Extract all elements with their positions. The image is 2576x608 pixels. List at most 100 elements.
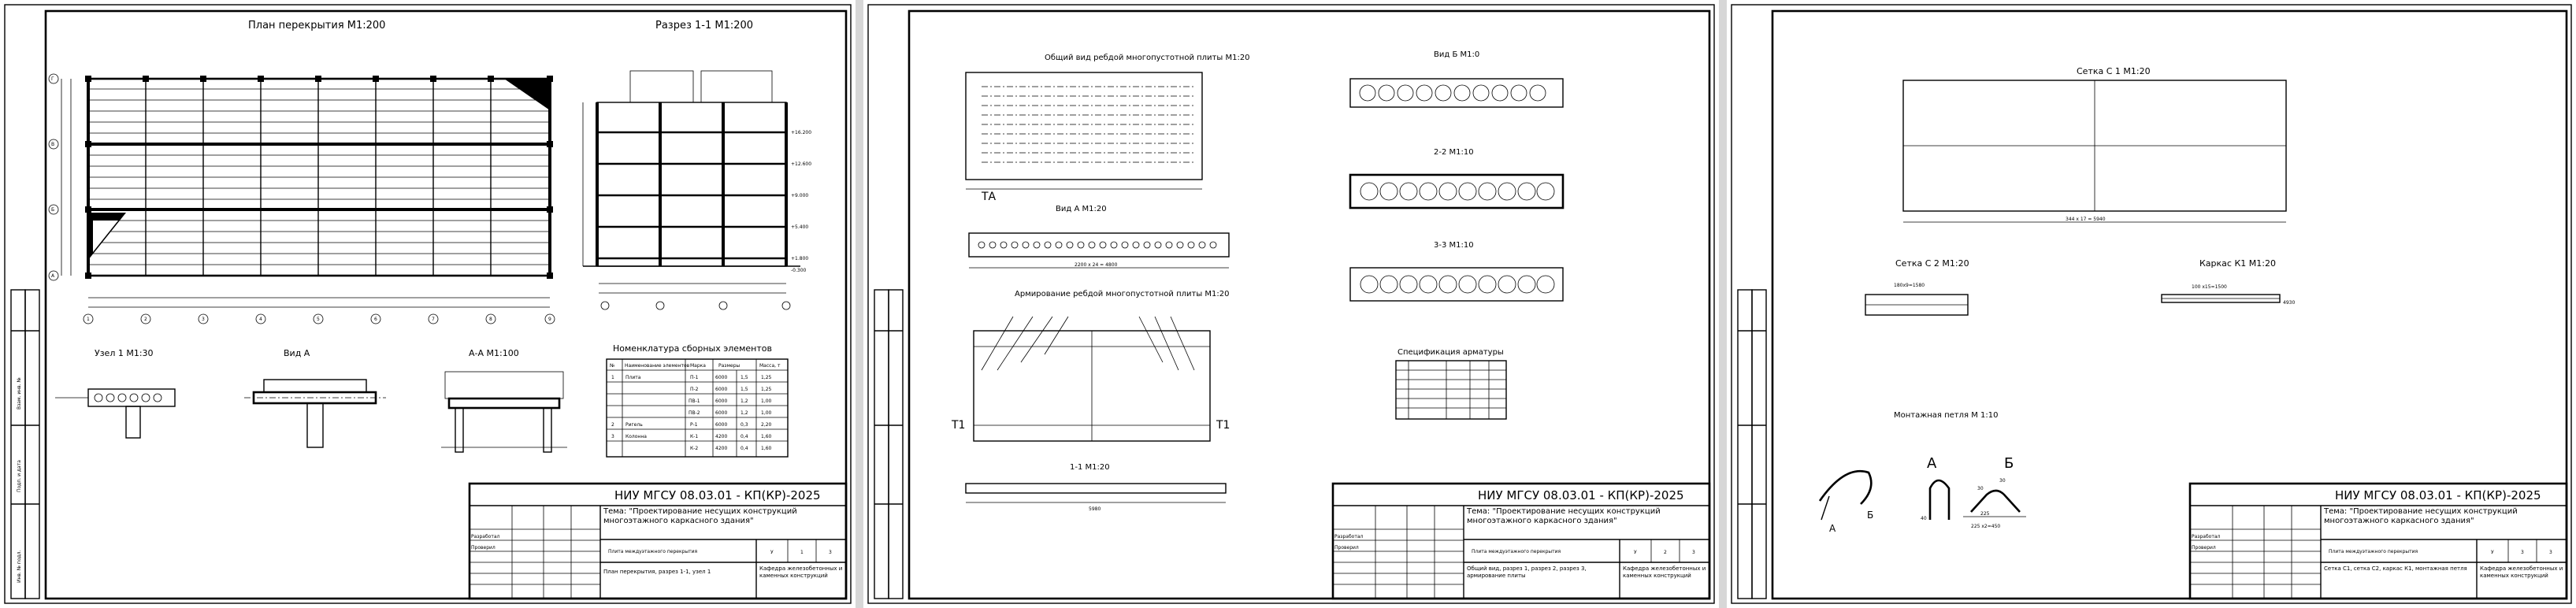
stamp-theme: Тема: "Проектирование несущих конструкци… — [2324, 507, 2518, 525]
nom-cell: 6000 — [715, 410, 727, 416]
node-title: Узел 1 М1:30 — [95, 348, 154, 358]
nom-cell: 1 — [611, 375, 614, 380]
stamp-role-2: Проверил — [1334, 545, 1359, 551]
nom-row-2: ПВ-1 6000 1,2 1,00 — [689, 399, 772, 404]
nom-cell: 1,60 — [761, 434, 772, 439]
axis-3: 3 — [202, 317, 205, 322]
stamp-subject: Плита междуэтажного перекрытия — [1472, 549, 1561, 554]
stamp-role-1: Разработал — [2192, 534, 2221, 539]
s22-title: 2-2 М1:10 — [1434, 148, 1474, 157]
stamp-role-2: Проверил — [471, 545, 496, 551]
stamp-subject: Плита междуэтажного перекрытия — [608, 549, 698, 554]
grid-axis-markers: Г В Б А 1 2 3 4 5 6 7 8 9 — [48, 73, 555, 324]
frame-k1: 100 x15=1500 4930 — [2161, 284, 2295, 306]
floor-plan — [61, 76, 553, 308]
elev-4: +5.400 — [791, 224, 808, 230]
span-dim: 2200 x 24 = 4800 — [1075, 262, 1118, 268]
nom-row-1: П-2 6000 1,5 1,25 — [690, 387, 772, 392]
slab-general-view — [965, 72, 1203, 190]
stamp-role-1: Разработал — [471, 534, 500, 539]
title-block: Разработал Проверил НИУ МГСУ 08.03.01 - … — [468, 482, 848, 600]
nom-cell: 6000 — [715, 399, 727, 404]
length-dim: 5980 — [1089, 506, 1101, 512]
mesh-c1: 344 x 17 = 5940 — [1902, 80, 2287, 223]
axis-2: 2 — [144, 317, 147, 322]
stamp-subject: Плита междуэтажного перекрытия — [2329, 549, 2418, 554]
nom-cell: Колонна — [625, 434, 647, 439]
loop-a2: А — [1927, 455, 1937, 472]
nomenclature-title: Номенклатура сборных элементов — [613, 343, 772, 354]
loop-d5: 40 — [1921, 516, 1927, 521]
view-a — [244, 379, 386, 448]
nom-cell: 6000 — [715, 375, 727, 380]
nom-cell: 4200 — [715, 446, 727, 451]
c2-len: 180x9=1580 — [1894, 283, 1925, 288]
title-block-2: Разработал Проверил НИУ МГСУ 08.03.01 - … — [1331, 482, 1711, 600]
node-1 — [55, 388, 176, 439]
axis-1: 1 — [87, 317, 90, 322]
loop-a: А — [1829, 523, 1836, 534]
loop-d3: 225 — [1980, 511, 1990, 517]
nom-row-6: К-2 4200 0,4 1,60 — [690, 446, 772, 451]
axis-7: 7 — [432, 317, 435, 322]
side-label-sign: Подп. и дата — [17, 460, 22, 492]
stamp-theme: Тема: "Проектирование несущих конструкци… — [603, 507, 797, 525]
section-1-1: +16.200 +12.600 +9.000 +5.400 +1.800 -0.… — [582, 70, 811, 310]
nom-cell: Ригель — [625, 422, 643, 428]
axis-6: 6 — [374, 317, 377, 322]
c2-title: Сетка С 2 М1:20 — [1895, 258, 1969, 269]
view-a-title: Вид А — [284, 348, 310, 358]
axis-v: В — [51, 142, 54, 147]
nom-cell: 2 — [611, 422, 614, 428]
sheet-3-drawing: Сетка С 1 М1:20 344 x 17 = 5940 Сетка С … — [1731, 4, 2572, 604]
k1-mark: 4930 — [2283, 300, 2295, 306]
plan-title: План перекрытия М1:200 — [248, 20, 385, 32]
loop-title: Монтажная петля М 1:10 — [1894, 411, 1998, 420]
nom-cell: ПВ-2 — [689, 410, 700, 416]
axis-8: 8 — [489, 317, 492, 322]
nom-cell: 1,2 — [741, 410, 748, 416]
view-b — [1349, 78, 1564, 108]
spec-title: Спецификация арматуры — [1397, 348, 1504, 357]
nom-cell: 1,60 — [761, 446, 772, 451]
section-2-2 — [1349, 173, 1565, 209]
nom-cell: 1,5 — [741, 375, 748, 380]
stamp-code: НИУ МГСУ 08.03.01 - КП(КР)-2025 — [1478, 488, 1684, 502]
axis-a: А — [51, 273, 55, 279]
nom-cell: 0,3 — [741, 422, 748, 428]
stamp-theme: Тема: "Проектирование несущих конструкци… — [1467, 507, 1661, 525]
view-a2-title: Вид А М1:20 — [1056, 205, 1107, 213]
nom-h1: Наименование элементов — [625, 363, 690, 369]
nom-cell: 1,25 — [761, 387, 772, 392]
nom-cell: 2,20 — [761, 422, 772, 428]
elev-3: +9.000 — [791, 193, 808, 198]
sheet-separator — [856, 0, 863, 608]
elev-2: +12.600 — [791, 161, 811, 167]
nom-cell: 1,25 — [761, 375, 772, 380]
stamp-role-2: Проверил — [2192, 545, 2216, 551]
nom-h3: Размеры — [718, 363, 741, 369]
loop-b2: Б — [2004, 455, 2014, 472]
axis-g: Г — [51, 76, 54, 82]
stamp-sheets-total: 3 — [829, 550, 832, 555]
view-a-slab: 2200 x 24 = 4800 — [968, 232, 1230, 269]
stamp-sheets-total: 3 — [1692, 550, 1695, 555]
nom-cell: 6000 — [715, 387, 727, 392]
nom-cell: Р-1 — [690, 422, 698, 428]
aa-title: А-А М1:100 — [469, 348, 519, 358]
nom-cell: Плита — [625, 375, 641, 380]
nom-cell: 0,4 — [741, 434, 748, 439]
stamp-sheets-total: 3 — [2549, 550, 2552, 555]
s11-title: 1-1 М1:20 — [1070, 463, 1110, 472]
reinf-title: Армирование ребдой многопустотной плиты … — [1015, 290, 1230, 298]
axis-4: 4 — [259, 317, 262, 322]
loop-d4: 225 x2=450 — [1971, 524, 2000, 529]
elev-6: -0.300 — [791, 268, 807, 273]
stamp-stage: У — [770, 550, 774, 555]
stamp-org: Кафедра железобетонных и каменных констр… — [759, 565, 843, 579]
stamp-sheet: 1 — [800, 550, 804, 555]
drawing-sheet-1: Инв. № подл. Подп. и дата Взам. инв. № П… — [0, 0, 856, 608]
mesh-c2: 180x9=1580 — [1865, 283, 1969, 316]
nom-row-3: ПВ-2 6000 1,2 1,00 — [689, 410, 772, 416]
nom-row-5: 3 Колонна К-1 4200 0,4 1,60 — [611, 434, 772, 439]
